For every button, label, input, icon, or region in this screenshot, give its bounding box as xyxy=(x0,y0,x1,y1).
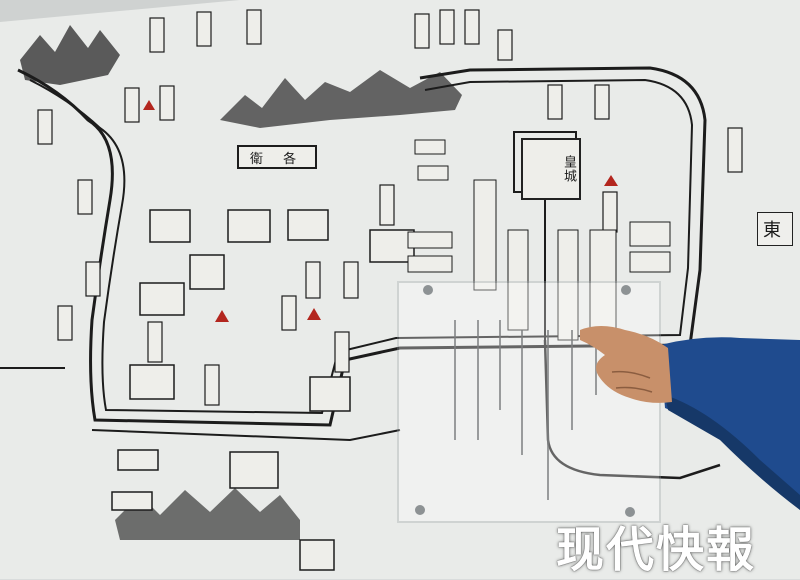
south-wall-extension xyxy=(91,429,401,442)
building-icon xyxy=(149,209,191,243)
mountain-range-north xyxy=(220,70,462,128)
label-strip xyxy=(124,87,140,123)
building-icon xyxy=(229,451,279,489)
label-strip xyxy=(407,231,453,249)
sleeve-shadow xyxy=(665,395,800,510)
red-triangle-marker-icon xyxy=(604,175,618,186)
guard-office-label: 衛 各 xyxy=(250,152,305,167)
label-strip xyxy=(629,251,671,273)
label-strip xyxy=(407,255,453,273)
building-icon xyxy=(369,229,415,263)
red-triangle-marker-icon xyxy=(215,310,229,322)
mountain-range-south xyxy=(115,488,300,540)
building-icons xyxy=(111,209,415,571)
label-strip xyxy=(629,221,671,247)
label-strip xyxy=(589,229,617,331)
label-strip xyxy=(473,179,497,291)
imperial-city-label: 皇城 xyxy=(521,138,581,200)
label-strip xyxy=(149,17,165,53)
label-strip xyxy=(594,84,610,120)
label-strip xyxy=(343,261,359,299)
red-triangle-marker-icon xyxy=(307,308,321,320)
building-icon xyxy=(129,364,175,400)
label-strip xyxy=(414,139,446,155)
outer-city-wall xyxy=(17,66,707,427)
east-marker-label: 東 xyxy=(757,212,793,246)
label-strip xyxy=(196,11,212,47)
label-strip xyxy=(464,9,480,45)
building-icon xyxy=(227,209,271,243)
plate-bolt xyxy=(625,507,635,517)
inner-city-wall xyxy=(29,78,694,415)
building-icon xyxy=(117,449,159,471)
east-district-labels xyxy=(407,139,671,341)
label-strip xyxy=(547,84,563,120)
watermark-logo: 现代快報 xyxy=(556,522,757,578)
label-strip xyxy=(727,127,743,173)
label-strip xyxy=(507,229,529,331)
label-strip xyxy=(305,261,321,299)
label-strip xyxy=(414,13,430,49)
plate-bolt xyxy=(621,285,631,295)
label-strip xyxy=(417,165,449,181)
label-strip xyxy=(602,191,618,233)
label-strip xyxy=(147,321,163,363)
label-strip xyxy=(77,179,93,215)
label-strip xyxy=(281,295,297,331)
pointing-hand xyxy=(580,326,672,403)
acrylic-plate xyxy=(397,281,661,523)
label-strip xyxy=(204,364,220,406)
label-strip xyxy=(159,85,175,121)
label-strip xyxy=(37,109,53,145)
label-strip xyxy=(85,261,101,297)
guard-office-banner-frame xyxy=(237,145,317,169)
label-strip xyxy=(497,29,513,61)
label-strip xyxy=(439,9,455,45)
red-markers xyxy=(143,100,618,322)
plate-bolt xyxy=(415,505,425,515)
building-icon xyxy=(189,254,225,290)
label-strip xyxy=(557,229,579,341)
label-strip xyxy=(334,331,350,373)
plate-bolt xyxy=(423,285,433,295)
building-icon xyxy=(299,539,335,571)
building-icon xyxy=(139,282,185,316)
label-strip xyxy=(57,305,73,341)
building-icon xyxy=(309,376,351,412)
mountain-range-northwest xyxy=(20,25,120,85)
hand-knuckles xyxy=(611,370,653,393)
building-icon xyxy=(287,209,329,241)
label-strip xyxy=(246,9,262,45)
vertical-label-strips xyxy=(37,9,743,406)
label-strip xyxy=(379,184,395,226)
red-triangle-marker-icon xyxy=(143,100,155,110)
building-icon xyxy=(111,491,153,511)
